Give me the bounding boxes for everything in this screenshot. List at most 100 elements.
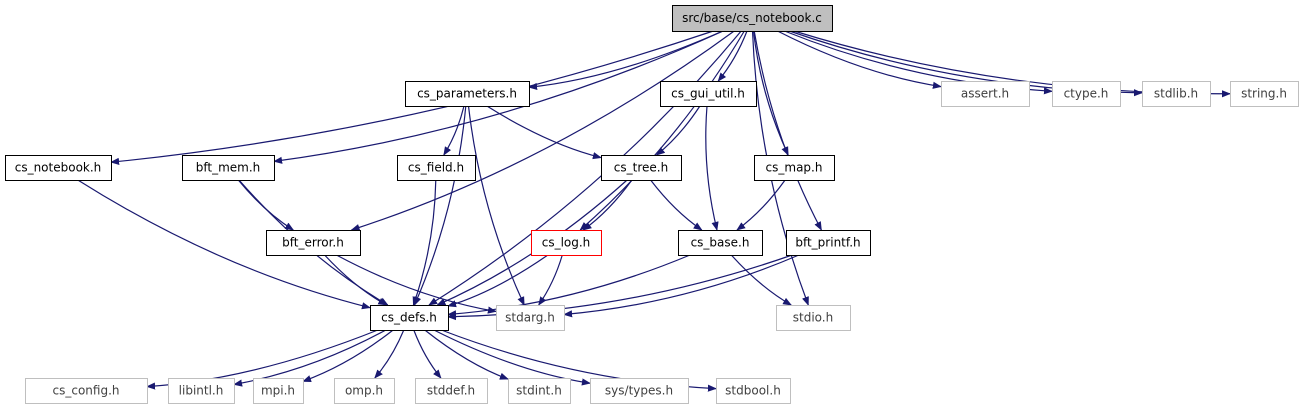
node-cs-field[interactable]: cs_field.h (397, 155, 476, 181)
node-nb-h[interactable]: cs_notebook.h (5, 155, 112, 181)
node-label: cs_parameters.h (417, 87, 517, 101)
node-label: sys/types.h (605, 384, 673, 398)
node-label: stdint.h (516, 384, 562, 398)
node-box (370, 305, 449, 331)
node-libintl: libintl.h (168, 378, 235, 404)
node-cs-map[interactable]: cs_map.h (754, 155, 835, 181)
node-cs-defs[interactable]: cs_defs.h (370, 305, 449, 331)
node-gui-util[interactable]: cs_gui_util.h (660, 81, 757, 107)
node-ctype: ctype.h (1052, 81, 1121, 107)
node-box (601, 155, 682, 181)
node-box (1230, 81, 1299, 107)
edge-cs_field-to-cs_defs (412, 179, 437, 306)
node-bft-mem[interactable]: bft_mem.h (182, 155, 275, 181)
edge-root-to-cs_map (752, 30, 789, 156)
node-label: cs_defs.h (381, 311, 437, 325)
edge-cs_defs-to-mpi (302, 329, 394, 383)
node-label: stdarg.h (505, 311, 555, 325)
node-box (754, 155, 835, 181)
edge-root-to-assert (777, 30, 942, 89)
node-box (508, 378, 571, 404)
node-omp: omp.h (334, 378, 395, 404)
node-box (266, 230, 361, 256)
edge-bft_printf-to-stdarg (563, 254, 800, 318)
node-box (776, 305, 851, 331)
node-box (786, 230, 871, 256)
node-box (253, 378, 304, 404)
node-string: string.h (1230, 81, 1299, 107)
node-box (415, 378, 488, 404)
node-label: bft_printf.h (795, 236, 860, 250)
edge-bft_error-to-stdarg (336, 254, 497, 314)
node-label: cs_map.h (766, 161, 823, 175)
node-label: ctype.h (1064, 87, 1109, 101)
edge-cs_params-to-cs_field (443, 105, 465, 156)
node-label: assert.h (961, 87, 1009, 101)
node-box (405, 81, 530, 107)
edge-cs_base-to-cs_defs (447, 254, 691, 318)
node-cs-params[interactable]: cs_parameters.h (405, 81, 530, 107)
node-cs-config: cs_config.h (25, 378, 148, 404)
node-label: src/base/cs_notebook.c (682, 11, 822, 25)
edge-cs_params-to-cs_tree (486, 105, 602, 160)
node-box (182, 155, 275, 181)
edge-gui_util-to-cs_tree (655, 105, 701, 156)
node-stddef: stddef.h (415, 378, 488, 404)
edge-cs_base-to-stdio (730, 254, 792, 306)
node-box (334, 378, 395, 404)
node-label: stdlib.h (1154, 87, 1198, 101)
node-stdio: stdio.h (776, 305, 851, 331)
edge-cs_defs-to-omp (374, 329, 405, 379)
node-box (168, 378, 235, 404)
node-assert: assert.h (941, 81, 1030, 107)
edge-root-to-cs_params (528, 30, 723, 91)
edge-cs_defs-to-systypes (433, 329, 591, 386)
node-box (672, 5, 833, 32)
edge-cs_params-to-stdarg (467, 105, 525, 306)
node-label: stddef.h (427, 384, 475, 398)
node-stdarg: stdarg.h (496, 305, 565, 331)
edge-bft_mem-to-bft_error (237, 179, 295, 231)
edge-cs_defs-to-libintl (233, 329, 387, 387)
edge-bft_error-to-cs_defs (324, 254, 388, 306)
node-label: cs_field.h (408, 161, 464, 175)
node-stdlib: stdlib.h (1142, 81, 1211, 107)
node-label: stdio.h (793, 311, 833, 325)
node-box (397, 155, 476, 181)
node-box (25, 378, 148, 404)
node-systypes: sys/types.h (590, 378, 689, 404)
node-box (678, 230, 763, 256)
edge-cs_defs-to-stdint (424, 329, 509, 380)
edge-cs_tree-to-cs_log (582, 179, 633, 231)
edge-root-to-bft_error (350, 30, 735, 231)
node-bft-printf[interactable]: bft_printf.h (786, 230, 871, 256)
node-label: cs_log.h (542, 236, 591, 250)
node-label: bft_error.h (282, 236, 344, 250)
edge-cs_params-to-cs_defs (413, 105, 467, 306)
node-mpi: mpi.h (253, 378, 304, 404)
node-box (5, 155, 112, 181)
node-box (531, 230, 602, 256)
edge-cs_defs-to-stddef (413, 329, 442, 379)
node-box (1052, 81, 1121, 107)
node-label: bft_mem.h (196, 161, 261, 175)
node-label: string.h (1241, 87, 1287, 101)
edge-root-to-bft_printf (753, 30, 822, 231)
node-stdbool: stdbool.h (716, 378, 791, 404)
node-box (496, 305, 565, 331)
node-label: cs_gui_util.h (671, 87, 745, 101)
node-label: omp.h (345, 384, 383, 398)
edge-root-to-cs_defs (428, 30, 742, 306)
edge-cs_log-to-cs_defs (447, 254, 549, 308)
node-label: cs_tree.h (614, 161, 668, 175)
node-label: cs_base.h (691, 236, 750, 250)
node-label: cs_notebook.h (15, 161, 102, 175)
node-cs-tree[interactable]: cs_tree.h (601, 155, 682, 181)
node-box (716, 378, 791, 404)
node-root[interactable]: src/base/cs_notebook.c (672, 5, 833, 32)
node-label: libintl.h (179, 384, 224, 398)
node-cs-base[interactable]: cs_base.h (678, 230, 763, 256)
node-bft-error[interactable]: bft_error.h (266, 230, 361, 256)
node-cs-log[interactable]: cs_log.h (531, 230, 602, 256)
